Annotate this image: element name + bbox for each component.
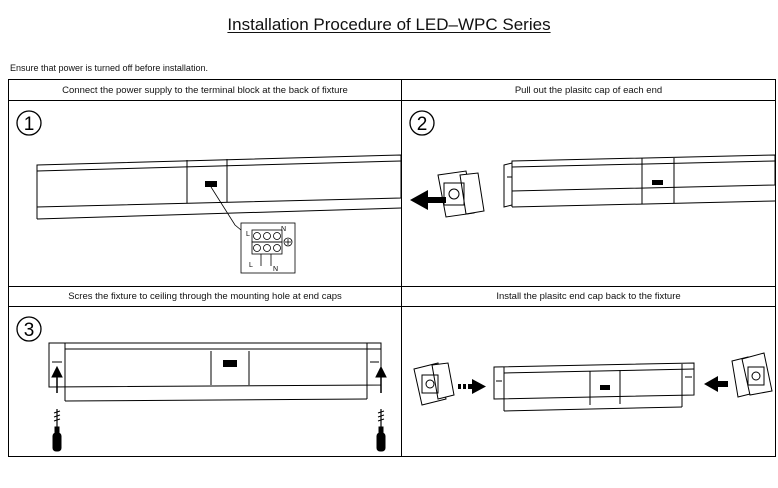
insert-arrow-left-icon: [704, 376, 728, 392]
wire-label-n: N: [273, 266, 278, 273]
insert-arrow-right-icon: [458, 379, 486, 394]
step-2-number: 2: [417, 114, 428, 135]
fixture-body: [503, 154, 775, 208]
row-divider: [9, 100, 775, 101]
terminal-label-l: L: [246, 231, 250, 238]
end-cap-icon: [437, 170, 485, 218]
step-2-caption: Pull out the plasitc cap of each end: [514, 84, 663, 96]
step-3-number-circle: [16, 316, 42, 342]
terminal-opening: [600, 385, 610, 390]
terminal-label-n: N: [281, 226, 286, 233]
row-divider: [9, 286, 775, 287]
step-3-number: 3: [24, 320, 35, 341]
step-1-number: 1: [24, 114, 35, 135]
row-divider: [9, 306, 775, 307]
power-off-notice: Ensure that power is turned off before i…: [10, 63, 208, 73]
column-divider: [401, 80, 402, 456]
step-4-illustration: [402, 307, 775, 457]
step-1-illustration: 1: [9, 101, 401, 286]
end-cap-left-icon: [413, 362, 455, 406]
terminal-opening: [205, 181, 217, 187]
terminal-opening: [223, 360, 237, 367]
end-cap-right-icon: [731, 352, 773, 398]
fixture-body: [36, 154, 401, 220]
step-2-number-circle: [409, 110, 435, 136]
step-4-caption: Install the plasitc end cap back to the …: [496, 290, 681, 302]
wire-label-l: L: [249, 262, 253, 269]
step-3-illustration: 3: [9, 307, 401, 457]
pull-arrow-icon: [410, 190, 446, 210]
terminal-block-icon: [240, 222, 296, 274]
installation-steps-grid: Connect the power supply to the terminal…: [8, 79, 776, 457]
mounting-screw-right: [375, 365, 387, 452]
terminal-opening: [652, 180, 663, 185]
step-1-number-circle: [16, 110, 42, 136]
mounting-screw-left: [51, 365, 63, 452]
step-3-caption: Scres the fixture to ceiling through the…: [68, 290, 342, 302]
step-2-illustration: 2: [402, 101, 775, 286]
step-1-caption: Connect the power supply to the terminal…: [62, 84, 348, 96]
fixture-body: [48, 342, 382, 402]
fixture-body: [493, 362, 695, 412]
document-title: Installation Procedure of LED–WPC Series: [227, 15, 551, 34]
